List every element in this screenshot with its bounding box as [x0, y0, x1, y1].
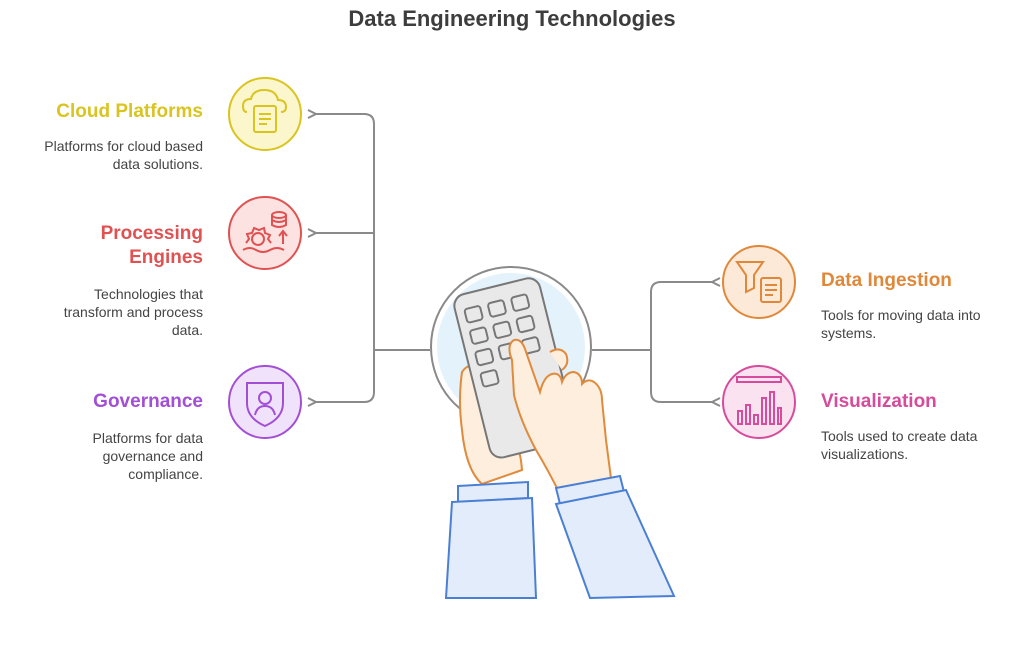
bar-chart-icon: [722, 365, 796, 439]
central-illustration: [430, 266, 676, 600]
visualization-desc: Tools used to create data visualizations…: [821, 428, 978, 462]
funnel-document-icon: [722, 245, 796, 319]
cloud-platforms-desc: Platforms for cloud based data solutions…: [44, 138, 203, 172]
left-connector: [316, 114, 430, 402]
visualization-heading: Visualization: [821, 391, 937, 412]
governance-heading: Governance: [93, 391, 203, 412]
processing-engines-heading: Processing Engines: [100, 223, 203, 268]
data-ingestion-desc: Tools for moving data into systems.: [821, 307, 981, 341]
shield-user-icon: [228, 365, 302, 439]
processing-engines-desc: Technologies that transform and process …: [63, 286, 203, 338]
cloud-document-icon: [228, 77, 302, 151]
diagram-title: Data Engineering Technologies: [348, 6, 676, 31]
gear-database-icon: [228, 196, 302, 270]
data-ingestion-heading: Data Ingestion: [821, 270, 952, 291]
right-connector: [592, 282, 712, 402]
governance-desc: Platforms for data governance and compli…: [92, 430, 204, 482]
cloud-platforms-heading: Cloud Platforms: [56, 101, 203, 122]
